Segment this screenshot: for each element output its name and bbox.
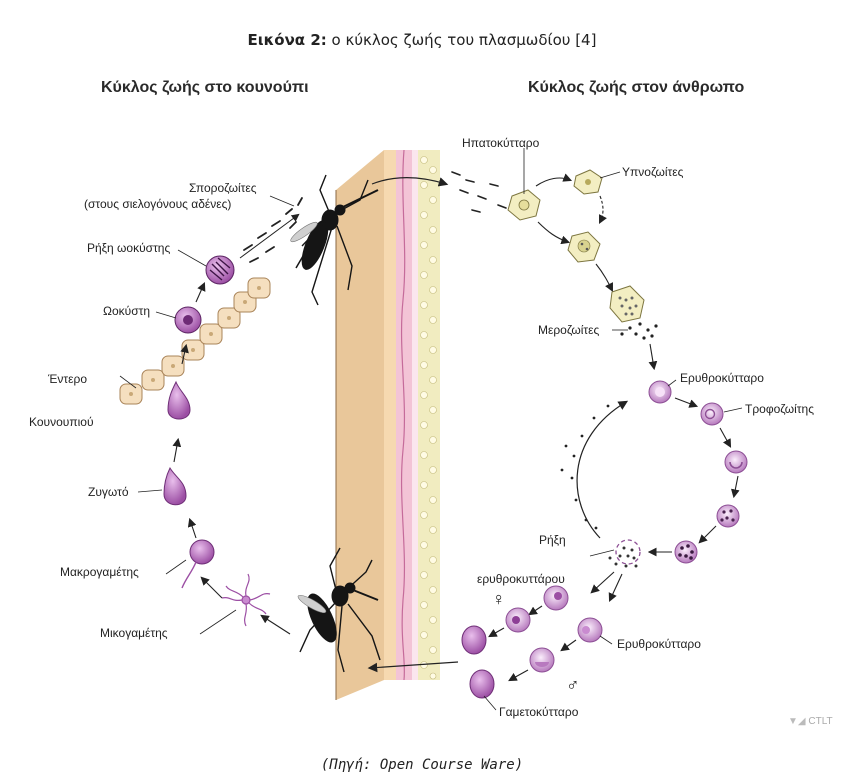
- label-rupture-line1: Ρήξη: [539, 533, 566, 547]
- label-trophozoite: Τροφοζωίτης: [745, 402, 814, 416]
- label-macrogametes: Μακρογαμέτης: [60, 565, 139, 579]
- hypnozoite-cell: [574, 170, 602, 194]
- male-gametocyte-developing: [578, 618, 602, 642]
- ruptured-erythrocyte: [609, 540, 641, 568]
- skin-tissue: [336, 150, 440, 700]
- female-gametocyte-cell: [506, 608, 530, 632]
- female-gametocyte-developing: [544, 586, 568, 610]
- microgametes-cluster: [222, 574, 270, 626]
- male-gamete: [470, 670, 494, 698]
- label-sporozoites: Σποροζωίτες: [189, 181, 257, 195]
- label-zygote: Ζυγωτό: [88, 485, 129, 499]
- label-microgametes: Μικογαμέτης: [100, 626, 168, 640]
- mature-schizont-cell: [675, 541, 697, 563]
- female-symbol: ♀: [492, 589, 506, 610]
- label-gut-line2: Κουνουπιού: [29, 415, 94, 429]
- label-gametocyte: Γαμετοκύτταρο: [499, 705, 578, 719]
- label-oocyst: Ωοκύστη: [103, 304, 150, 318]
- label-gut-line1: Έντερο: [48, 372, 87, 386]
- label-salivary-glands: (στους σιελογόνους αδένες): [84, 197, 231, 211]
- oocyst-rupture-cell: [206, 256, 234, 284]
- oocyst-cell: [175, 307, 201, 333]
- label-rupture-line2: ερυθροκυττάρου: [477, 572, 565, 586]
- sporozoites-burst: [244, 198, 302, 262]
- label-merozoites: Μεροζωίτες: [538, 323, 599, 337]
- label-erythrocyte: Ερυθροκύτταρο: [680, 371, 764, 385]
- label-erythrocyte-2: Ερυθροκύτταρο: [617, 637, 701, 651]
- female-gamete: [462, 626, 486, 654]
- label-oocyst-rupture: Ρήξη ωοκύστης: [87, 241, 170, 255]
- schizont-cell: [717, 505, 739, 527]
- zygote-cell: [164, 468, 186, 505]
- ring-stage-cell: [725, 451, 747, 473]
- liver-schizont-1: [568, 232, 600, 262]
- watermark: ▼◢ CTLT: [788, 716, 833, 727]
- ookinete-cell: [168, 382, 190, 419]
- macrogamete-cell: [182, 540, 214, 588]
- figure-source: (Πηγή: Open Course Ware): [0, 757, 844, 773]
- watermark-icon: ▼◢: [788, 716, 808, 727]
- released-merozoites: [561, 405, 610, 530]
- label-hypnozoites: Υπνοζωίτες: [622, 165, 683, 179]
- male-gametocyte-cell: [530, 648, 554, 672]
- mosquito-gut: [120, 278, 270, 404]
- liver-schizont-2: [610, 286, 644, 322]
- trophozoite-cell: [701, 403, 723, 425]
- label-hepatocyte: Ηπατοκύτταρο: [462, 136, 539, 150]
- male-symbol: ♂: [566, 675, 580, 696]
- merozoites-dots: [620, 322, 657, 339]
- hepatocyte-cell: [508, 190, 540, 220]
- sporozoites-in-blood: [452, 172, 506, 212]
- erythrocyte-cell: [649, 381, 671, 403]
